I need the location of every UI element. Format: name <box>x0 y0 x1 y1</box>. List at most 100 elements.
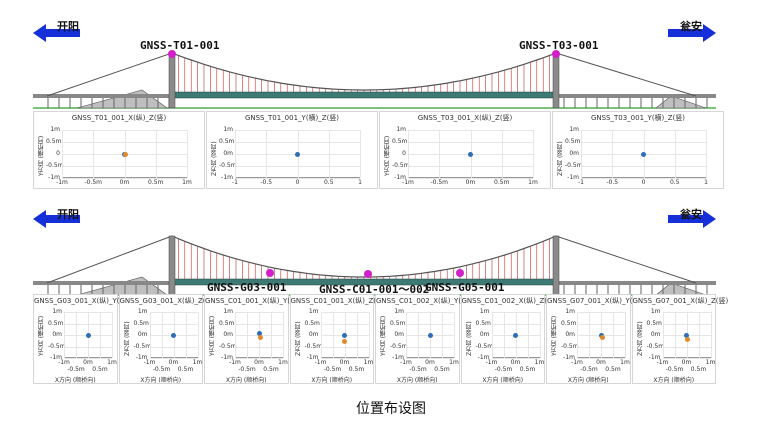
data-point <box>513 332 518 338</box>
grid-line <box>625 312 626 358</box>
y-tick-label: -0.5m <box>561 342 579 350</box>
grid-line <box>155 130 157 178</box>
data-point <box>123 151 129 157</box>
grid-line <box>149 358 198 359</box>
y-tick-label: 0 <box>402 150 406 157</box>
x-tick-label: -1m <box>143 359 156 366</box>
x-tick-label: -1m <box>58 359 70 366</box>
y-tick-label: 0m <box>52 331 62 338</box>
y-axis-label: Z方向 (竖向) <box>123 321 131 356</box>
grid-line <box>439 130 441 178</box>
y-axis-label: Y方向 (横桥向) <box>38 135 45 176</box>
x-tick-label: 0.5m <box>177 366 194 373</box>
x-tick-label: 1m <box>705 359 716 366</box>
x-tick-label: 0m <box>681 359 692 366</box>
y-tick-label: -0.5m <box>48 342 66 350</box>
grid-line <box>93 130 95 178</box>
data-point <box>295 151 300 157</box>
y-axis-label: Z方向 (竖向) <box>294 321 302 356</box>
y-axis-label: Y方向 (横桥向) <box>38 315 45 356</box>
y-tick-label: -0.5m <box>304 342 323 350</box>
grid-line <box>503 312 505 358</box>
y-tick-label: -0.5m <box>390 342 408 350</box>
x-tick-label: 0m <box>168 359 179 366</box>
x-tick-label: 1m <box>192 359 203 366</box>
y-tick-label: 1m <box>50 126 60 133</box>
x-tick-label: 1 <box>704 179 708 186</box>
y-tick-label: 1m <box>565 308 575 315</box>
x-tick-label: -0.5 <box>606 179 619 186</box>
x-tick-label: -0.5m <box>323 366 342 373</box>
grid-line <box>454 312 455 358</box>
grid-line <box>491 312 493 358</box>
y-tick-label: 0.5m <box>561 319 577 327</box>
y-tick-label: 0m <box>308 331 319 338</box>
x-tick-label: 0m <box>596 359 606 366</box>
sensor-label-t01: GNSS-T01-001 <box>140 39 220 52</box>
sensor-label-g05: GNSS-G05-001 <box>425 281 505 294</box>
x-axis-label: X方向 (顺桥向) <box>396 377 438 384</box>
y-axis-label: Y方向 (横桥向) <box>384 135 391 176</box>
x-tick-label: 0m <box>119 179 130 186</box>
sensor-label-g03: GNSS-G03-001 <box>207 281 287 294</box>
grid-line <box>235 358 283 359</box>
grid-line <box>442 312 443 358</box>
chart-title: GNSS_C01_002_X(纵)_Z(竖) <box>461 297 557 305</box>
grid-line <box>491 358 540 359</box>
direction-right-label-2: 瓮安 <box>680 208 702 221</box>
y-tick-label: -0.5m <box>133 342 152 350</box>
chart-title: GNSS_T01_001_Y(横)_Z(竖) <box>244 114 340 122</box>
grid-line <box>62 178 187 179</box>
right-tower <box>552 52 560 109</box>
y-tick-label: -1m <box>392 354 404 361</box>
x-tick-label: -1m <box>571 359 583 366</box>
x-tick-label: -0.5m <box>238 366 256 373</box>
y-tick-label: 0.5m <box>565 138 581 145</box>
y-tick-label: 1m <box>396 126 406 133</box>
x-axis-label: X方向 (顺桥向) <box>311 377 353 384</box>
x-tick-label: 0.5m <box>494 179 510 186</box>
y-tick-label: 1m <box>137 308 148 315</box>
x-tick-label: -1m <box>485 359 498 366</box>
y-tick-label: 1m <box>52 308 62 315</box>
y-tick-label: -1m <box>567 174 579 181</box>
y-tick-label: -0.5m <box>219 342 237 350</box>
grid-line <box>577 358 625 359</box>
x-tick-label: 0.5m <box>519 366 536 373</box>
y-tick-label: 0.5m <box>133 319 149 327</box>
x-tick-label: -1m <box>400 359 412 366</box>
y-tick-label: 0m <box>650 331 661 338</box>
arrow-left-icon <box>33 24 80 42</box>
x-tick-label: -1m <box>402 179 414 186</box>
grid-line <box>613 312 614 358</box>
grid-line <box>408 130 409 178</box>
x-tick-label: 0.5 <box>669 179 680 186</box>
y-tick-label: -1m <box>648 354 661 361</box>
data-point <box>427 332 433 338</box>
y-tick-label: 0.5m <box>304 319 320 327</box>
y-tick-label: 0.5m <box>646 319 662 327</box>
chart-title: GNSS_C01_002_X(纵)_Y(横) <box>376 297 471 305</box>
grid-line <box>581 130 582 178</box>
grid-line <box>356 312 358 358</box>
y-tick-label: -1m <box>50 354 62 361</box>
grid-line <box>328 130 330 178</box>
chart-title: GNSS_T03_001_X(纵)_Z(竖) <box>417 114 513 122</box>
chart-title: GNSS_G03_001_X(纵)_Y(横) <box>34 297 130 305</box>
grid-line <box>527 312 529 358</box>
x-tick-label: 1m <box>620 359 630 366</box>
left-tower <box>168 52 176 109</box>
x-tick-label: -1m <box>314 359 327 366</box>
x-tick-label: -1 <box>578 179 584 186</box>
grid-line <box>662 312 664 358</box>
left-approach-deck <box>33 281 172 285</box>
x-tick-label: 0 <box>295 179 300 186</box>
grid-line <box>406 358 454 359</box>
y-axis-label: Y方向 (横桥向) <box>209 315 216 356</box>
sensor-label-c01: GNSS-C01-001～002 <box>319 283 430 296</box>
